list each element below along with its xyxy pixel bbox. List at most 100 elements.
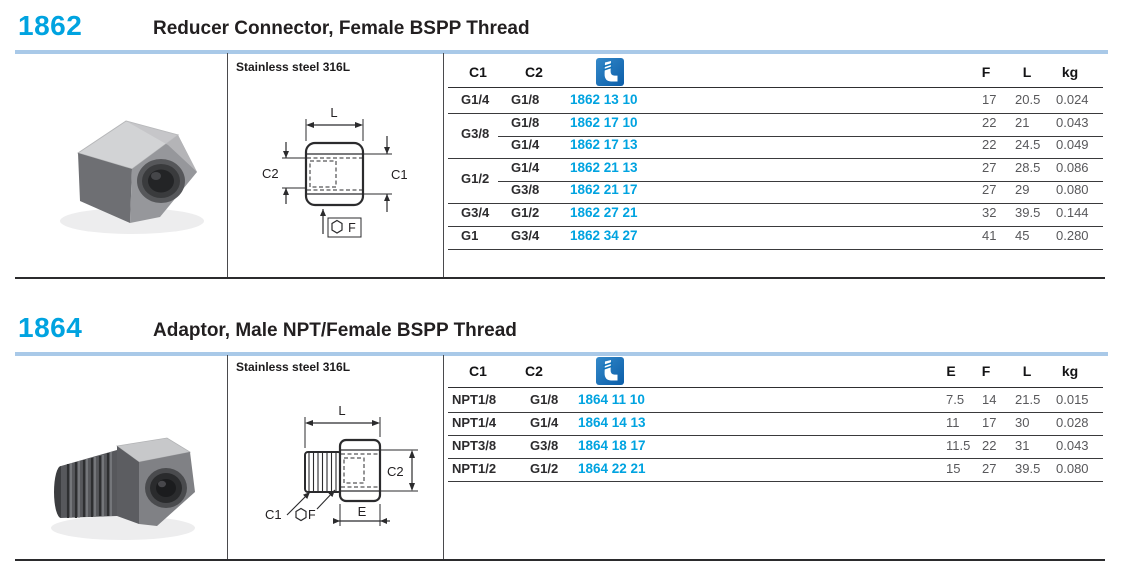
cell-f: 27 [982, 461, 997, 476]
row-rule [448, 435, 1103, 436]
row-rule [448, 113, 1103, 114]
cell-c1: G3/4 [461, 205, 490, 220]
cell-l: 24.5 [1015, 137, 1041, 152]
cell-c2: G1/2 [530, 461, 559, 476]
dim-label-C1: C1 [391, 167, 408, 182]
cell-f: 22 [982, 137, 997, 152]
cell-f: 14 [982, 392, 997, 407]
cell-c2: G1/8 [511, 115, 540, 130]
part-number-link[interactable]: 1862 17 10 [570, 115, 638, 130]
section-code: 1862 [18, 10, 83, 41]
dim-label-F: F [348, 221, 356, 235]
part-number-link[interactable]: 1862 27 21 [570, 205, 638, 220]
cell-l: 29 [1015, 182, 1030, 197]
table-header-rule [448, 87, 1103, 89]
cell-c1: NPT1/2 [452, 461, 497, 476]
part-number-link[interactable]: 1862 21 17 [570, 182, 638, 197]
cell-c1: G1/4 [461, 92, 490, 107]
col-header-c2: C2 [525, 64, 543, 80]
hexagon-icon [331, 219, 343, 234]
cell-e: 11 [946, 415, 960, 430]
cell-kg: 0.144 [1056, 205, 1089, 220]
cell-l: 45 [1015, 228, 1030, 243]
cell-l: 21.5 [1015, 392, 1041, 407]
column-divider [443, 53, 444, 277]
cell-c1: NPT1/4 [452, 415, 497, 430]
cell-kg: 0.028 [1056, 415, 1089, 430]
col-header-c2: C2 [525, 363, 543, 379]
cell-kg: 0.043 [1056, 438, 1089, 453]
section-bottom-rule [15, 277, 1105, 279]
cell-kg: 0.280 [1056, 228, 1089, 243]
cell-kg: 0.015 [1056, 392, 1089, 407]
part-number-link[interactable]: 1862 21 13 [570, 160, 638, 175]
technical-drawing-adaptor: L C2 E C1 F [265, 403, 418, 526]
cell-c1-merged: G3/8 [461, 126, 490, 141]
dim-label-C2: C2 [387, 464, 404, 479]
section-divider-rule [15, 352, 1108, 356]
dim-label-C2: C2 [262, 166, 279, 181]
part-number-link[interactable]: 1862 34 27 [570, 228, 638, 243]
cell-c1: NPT3/8 [452, 438, 497, 453]
part-number-link[interactable]: 1864 11 10 [578, 392, 645, 407]
table-header-rule [448, 387, 1103, 389]
part-number-link[interactable]: 1864 22 21 [578, 461, 646, 476]
product-photo-adaptor [51, 437, 195, 540]
col-header-f: F [981, 363, 991, 379]
brand-logo-icon [596, 58, 624, 86]
col-header-l: L [1022, 363, 1032, 379]
row-rule [448, 158, 1103, 159]
section-title: Adaptor, Male NPT/Female BSPP Thread [153, 320, 517, 341]
cell-c2: G1/8 [511, 92, 540, 107]
cell-l: 31 [1015, 438, 1030, 453]
dim-label-C1: C1 [265, 507, 282, 522]
row-rule [448, 481, 1103, 482]
cell-f: 17 [982, 92, 997, 107]
cell-c2: G1/8 [530, 392, 559, 407]
brand-logo-icon [596, 357, 624, 385]
section-title: Reducer Connector, Female BSPP Thread [153, 18, 530, 39]
cell-kg: 0.080 [1056, 461, 1089, 476]
part-number-link[interactable]: 1862 17 13 [570, 137, 638, 152]
section-bottom-rule [15, 559, 1105, 561]
part-number-link[interactable]: 1864 18 17 [578, 438, 646, 453]
cell-c2: G1/4 [530, 415, 559, 430]
cell-kg: 0.086 [1056, 160, 1089, 175]
cell-kg: 0.024 [1056, 92, 1089, 107]
col-header-kg: kg [1061, 64, 1079, 80]
cell-l: 20.5 [1015, 92, 1041, 107]
section-code: 1864 [18, 312, 83, 343]
section-divider-rule [15, 50, 1108, 54]
cell-l: 21 [1015, 115, 1030, 130]
column-divider [443, 355, 444, 560]
cell-f: 41 [982, 228, 997, 243]
cell-kg: 0.043 [1056, 115, 1089, 130]
cell-c2: G1/4 [511, 160, 540, 175]
part-number-link[interactable]: 1864 14 13 [578, 415, 646, 430]
cell-e: 11.5 [946, 438, 971, 453]
row-rule-partial [498, 136, 1103, 137]
cell-f: 32 [982, 205, 997, 220]
cell-l: 39.5 [1015, 205, 1041, 220]
material-label: Stainless steel 316L [236, 360, 351, 374]
row-rule-partial [498, 181, 1103, 182]
cell-f: 22 [982, 438, 997, 453]
hexagon-icon [295, 507, 307, 522]
row-rule [448, 203, 1103, 204]
cell-l: 30 [1015, 415, 1030, 430]
dim-label-L: L [330, 105, 337, 120]
col-header-c1: C1 [469, 363, 487, 379]
col-header-c1: C1 [469, 64, 487, 80]
cell-l: 28.5 [1015, 160, 1041, 175]
technical-drawing-reducer: L C1 C2 F [262, 105, 408, 238]
part-number-link[interactable]: 1862 13 10 [570, 92, 638, 107]
cell-kg: 0.049 [1056, 137, 1089, 152]
cell-c2: G1/4 [511, 137, 540, 152]
material-label: Stainless steel 316L [236, 60, 351, 74]
cell-c2: G3/4 [511, 228, 540, 243]
row-rule [448, 226, 1103, 227]
col-header-e: E [946, 363, 956, 379]
row-rule [448, 458, 1103, 459]
cell-c2: G3/8 [530, 438, 559, 453]
